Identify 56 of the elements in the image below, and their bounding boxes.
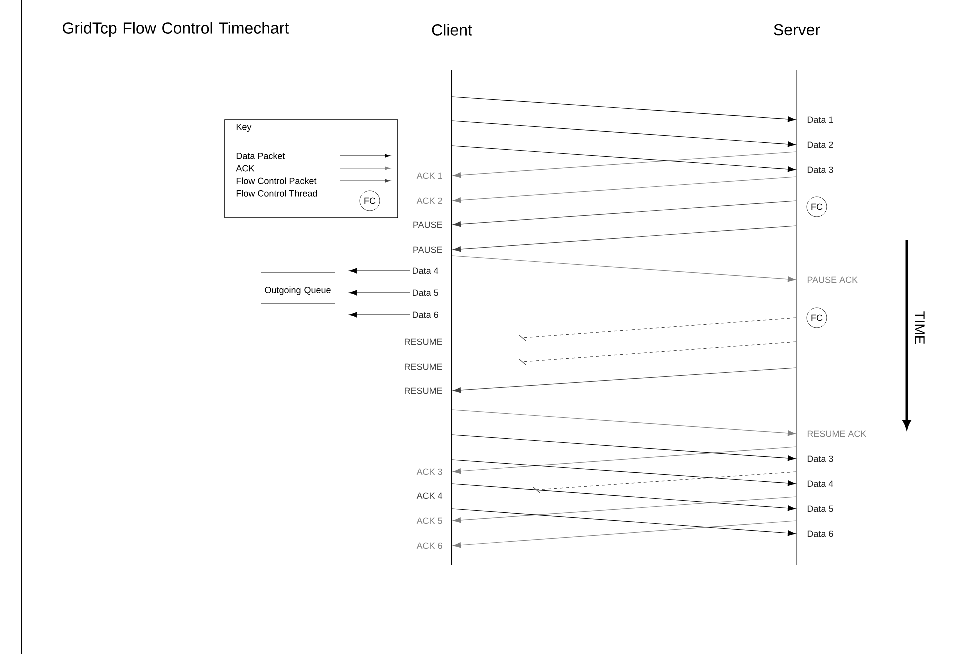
message-label: PAUSE <box>414 222 442 228</box>
lifeline-heading: Client <box>432 24 472 36</box>
axis-label: TIME <box>915 312 925 344</box>
message-label: Data 3 <box>808 166 834 174</box>
message-arrow <box>453 176 797 204</box>
message-arrow <box>453 368 797 394</box>
message-label: ACK 6 <box>416 542 442 550</box>
message-label: Data 5 <box>413 290 438 296</box>
message-label: RESUME ACK <box>808 430 867 438</box>
message-arrow <box>453 226 797 252</box>
message-label: PAUSE ACK <box>808 276 858 284</box>
message-arrow <box>453 152 797 178</box>
legend-heading: Key <box>236 124 252 132</box>
message-label: RESUME <box>405 388 442 394</box>
message-arrow <box>452 460 796 486</box>
legend-text: Data Packet <box>236 152 286 160</box>
message-arrow <box>452 434 796 462</box>
message-arrow <box>453 446 797 474</box>
title: GridTcp Flow Control Timechart <box>63 22 290 38</box>
lost-message-line <box>522 342 797 362</box>
message-label: Data 2 <box>808 142 834 148</box>
message-arrow <box>452 120 796 148</box>
message-label: ACK 5 <box>416 518 442 524</box>
message-arrow <box>349 290 410 296</box>
message-arrow <box>453 520 797 548</box>
message-label: Data 6 <box>413 312 438 318</box>
message-label: Data 1 <box>808 116 834 124</box>
message-label: PAUSE <box>414 246 442 254</box>
message-arrow <box>349 312 410 318</box>
legend-text: ACK <box>236 165 255 172</box>
message-label: RESUME <box>405 364 442 370</box>
message-label: ACK 3 <box>416 468 442 476</box>
lifeline-heading: Server <box>774 24 820 36</box>
message-arrow <box>452 508 796 536</box>
message-arrow <box>453 200 797 228</box>
message-label: Data 4 <box>413 268 439 274</box>
message-label: Data 5 <box>808 506 834 512</box>
lost-message-line <box>536 472 797 490</box>
message-arrow <box>452 146 796 172</box>
message-arrow <box>452 256 796 282</box>
message-arrow <box>349 268 410 274</box>
message-arrow <box>452 484 796 512</box>
message-label: Data 6 <box>808 530 834 538</box>
message-label: ACK 1 <box>416 172 442 180</box>
legend-text: Flow Control Thread <box>236 190 318 197</box>
message-label: ACK 4 <box>416 492 443 500</box>
message-label: Data 3 <box>808 456 834 462</box>
message-label: Data 4 <box>808 480 834 488</box>
queue-box: Outgoing Queue <box>260 272 336 304</box>
legend-text: Flow Control Packet <box>236 178 317 184</box>
message-arrow <box>452 410 796 436</box>
lost-message-line <box>522 318 797 338</box>
message-arrow <box>453 496 797 524</box>
message-label: RESUME <box>405 338 442 346</box>
message-arrow <box>452 96 796 122</box>
message-label: ACK 2 <box>416 198 442 204</box>
